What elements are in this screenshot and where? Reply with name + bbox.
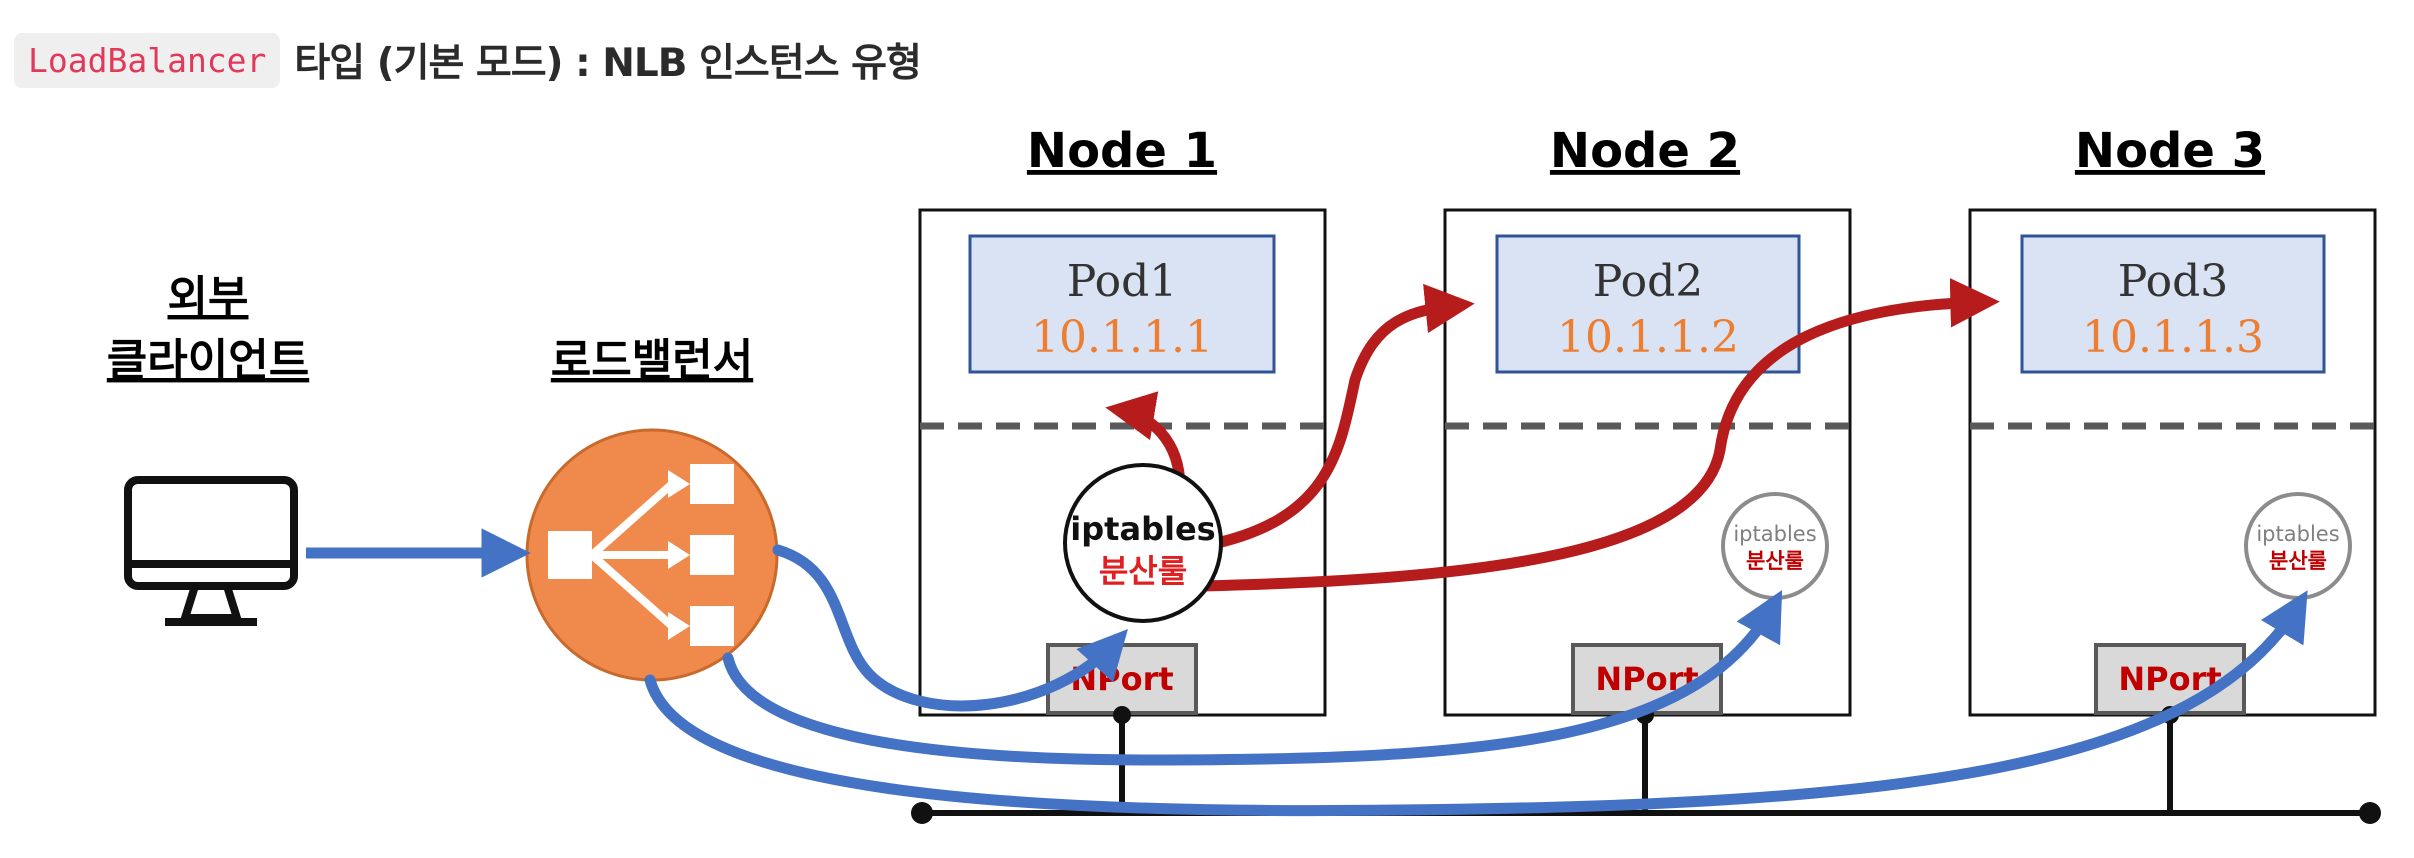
- code-chip: LoadBalancer: [14, 32, 281, 88]
- load-balancer: 로드밸런서: [525, 335, 779, 682]
- iptables-sub: 분산룰: [2269, 549, 2327, 573]
- pod: Pod1 10.1.1.1: [968, 234, 1276, 374]
- client-label-line2: 클라이언트: [107, 335, 309, 386]
- nport-node-1: NPort: [1046, 643, 1198, 724]
- node-2: Node 2 Pod2 10.1.1.2: [1443, 123, 1852, 717]
- arrow-lb-to-node3: [644, 590, 2308, 817]
- arrow-to-pod2: [1202, 283, 1475, 551]
- node-title: Node 1: [1027, 123, 1217, 179]
- lb-label: 로드밸런서: [551, 335, 753, 386]
- section-heading: LoadBalancer 타입 (기본 모드) : NLB 인스턴스 유형: [14, 30, 922, 90]
- pod: Pod2 10.1.1.2: [1495, 234, 1801, 374]
- pod-name: Pod3: [2118, 256, 2228, 307]
- pod-ip: 10.1.1.3: [2082, 312, 2264, 363]
- client-label-line1: 외부: [168, 272, 249, 323]
- iptables-node-2: iptables 분산룰: [1721, 492, 1829, 600]
- iptables-sub: 분산룰: [1746, 549, 1804, 573]
- node-3: Node 3 Pod3 10.1.1.3: [1968, 123, 2377, 717]
- iptables-label: iptables: [1070, 510, 1215, 548]
- iptables-label: iptables: [1733, 522, 1816, 546]
- iptables-node-1: iptables 분산룰: [1063, 463, 1223, 623]
- pod-ip: 10.1.1.1: [1031, 312, 1213, 363]
- iptables-node-3: iptables 분산룰: [2244, 492, 2352, 600]
- nport-node-2: NPort: [1571, 643, 1723, 724]
- external-client: 외부 클라이언트: [107, 272, 309, 626]
- blue-lb-arrows: [644, 544, 2308, 817]
- node-title: Node 3: [2075, 123, 2265, 179]
- arrow-lb-to-node1: [772, 544, 1128, 712]
- heading-text: 타입 (기본 모드) : NLB 인스턴스 유형: [294, 41, 921, 86]
- iptables-label: iptables: [2256, 522, 2339, 546]
- iptables-sub: 분산룰: [1099, 552, 1187, 590]
- node-title: Node 2: [1550, 123, 1740, 179]
- pod-name: Pod2: [1593, 256, 1703, 307]
- monitor-icon: [124, 476, 298, 626]
- pod-ip: 10.1.1.2: [1557, 312, 1739, 363]
- arrow-lb-to-node2: [722, 589, 1783, 766]
- load-balancer-icon: [525, 428, 779, 682]
- pod: Pod3 10.1.1.3: [2020, 234, 2326, 374]
- arrow-to-pod3: [1194, 278, 2000, 592]
- nport-node-3: NPort: [2094, 643, 2246, 724]
- pod-name: Pod1: [1067, 256, 1177, 307]
- node-1: Node 1 Pod1 10.1.1.1: [918, 123, 1327, 717]
